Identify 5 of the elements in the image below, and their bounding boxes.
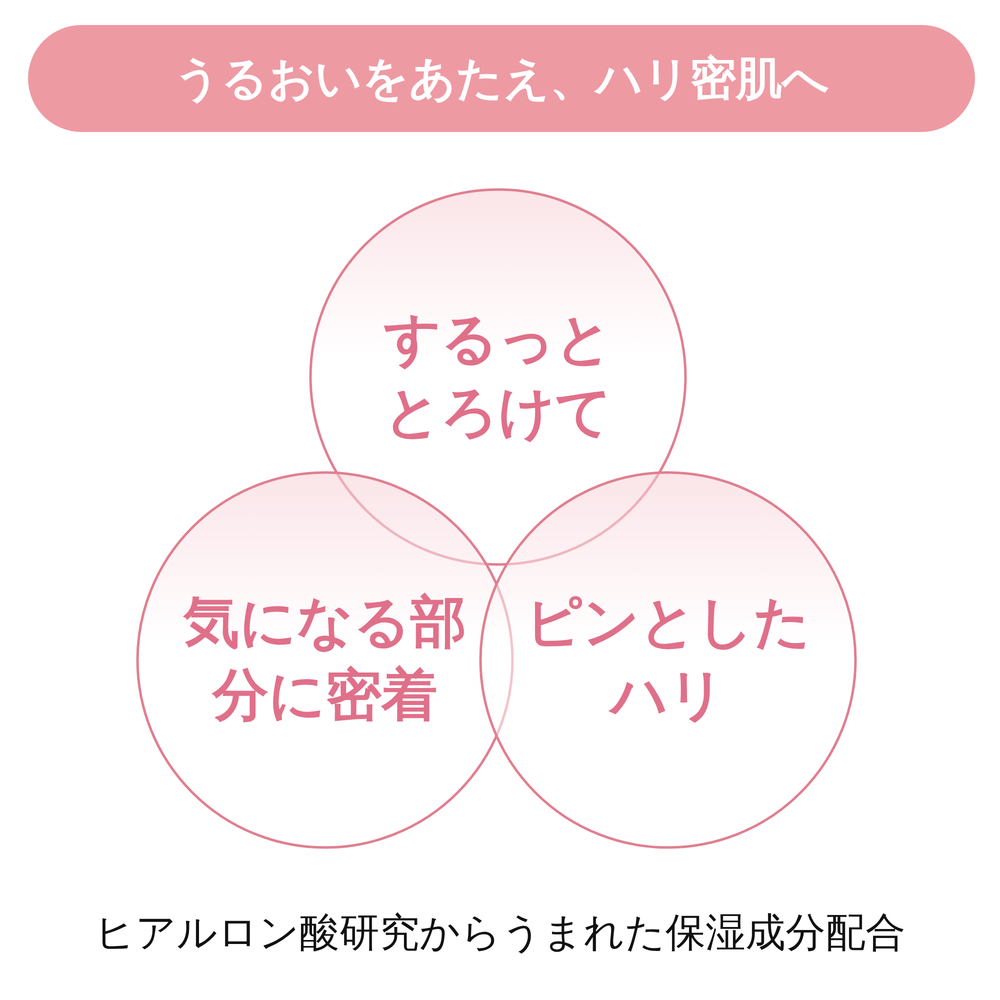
title-text: うるおいをあたえ、ハリ密肌へ <box>174 50 829 106</box>
circle-label: するっととろけて <box>382 306 613 447</box>
circle-label: 気になる部分に密着 <box>182 589 468 730</box>
circle-label: ピンとしたハリ <box>524 589 812 730</box>
caption: ヒアルロン酸研究からうまれた保湿成分配合 <box>94 909 906 958</box>
